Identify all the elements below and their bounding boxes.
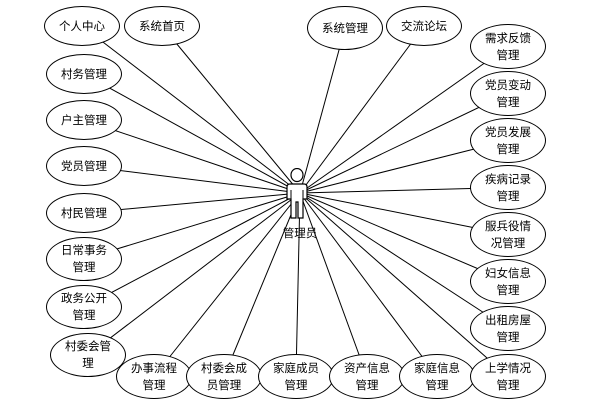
uc-family-members: 家庭成员 管理 [258, 354, 334, 399]
uc-daily-affairs: 日常事务 管理 [46, 237, 122, 281]
association-line [153, 192, 301, 377]
uc-workflow: 办事流程 管理 [116, 354, 192, 399]
association-line [81, 25, 301, 194]
association-line [299, 192, 509, 329]
association-line [299, 192, 509, 282]
uc-disease-records: 疾病记录 管理 [470, 165, 546, 210]
uc-asset-info: 资产信息 管理 [329, 354, 405, 399]
uc-personal-center: 个人中心 [44, 6, 120, 46]
association-line [83, 73, 301, 194]
association-line [83, 119, 301, 194]
uc-family-info: 家庭信息 管理 [399, 354, 475, 399]
uc-school-status: 上学情况 管理 [470, 354, 546, 399]
association-line [299, 192, 509, 377]
actor-person-icon [286, 168, 308, 219]
association-line [299, 192, 438, 377]
association-line [83, 192, 301, 260]
uc-system-home: 系统首页 [124, 6, 200, 46]
uc-women-info: 妇女信息 管理 [470, 259, 546, 304]
uc-committee-members: 村委会成 员管理 [186, 354, 262, 399]
uc-feedback: 需求反馈 管理 [470, 24, 546, 69]
uc-member-development: 党员发展 管理 [470, 118, 546, 163]
association-line [223, 192, 301, 377]
uc-village-affairs: 村务管理 [46, 54, 122, 94]
association-line [295, 192, 301, 377]
uc-member-change: 党员变动 管理 [470, 71, 546, 116]
actor-label: 管理员 [282, 226, 318, 240]
uc-rental-housing: 出租房屋 管理 [470, 306, 546, 351]
uc-villager: 村民管理 [46, 193, 122, 233]
association-line [299, 46, 509, 194]
uc-system-management: 系统管理 [307, 6, 383, 50]
association-line [299, 25, 425, 194]
uc-military-service: 服兵役情 况管理 [470, 212, 546, 257]
uc-household-head: 户主管理 [46, 100, 122, 140]
association-line [299, 192, 368, 377]
association-line [299, 27, 346, 194]
uc-government-disclosure: 政务公开 管理 [46, 285, 122, 329]
association-line [83, 192, 301, 308]
uc-forum: 交流论坛 [386, 6, 462, 46]
association-line [161, 25, 301, 194]
association-line [299, 93, 509, 194]
uc-party-member: 党员管理 [46, 146, 122, 186]
uc-village-committee: 村委会管 理 [50, 333, 126, 377]
association-line [87, 192, 301, 356]
